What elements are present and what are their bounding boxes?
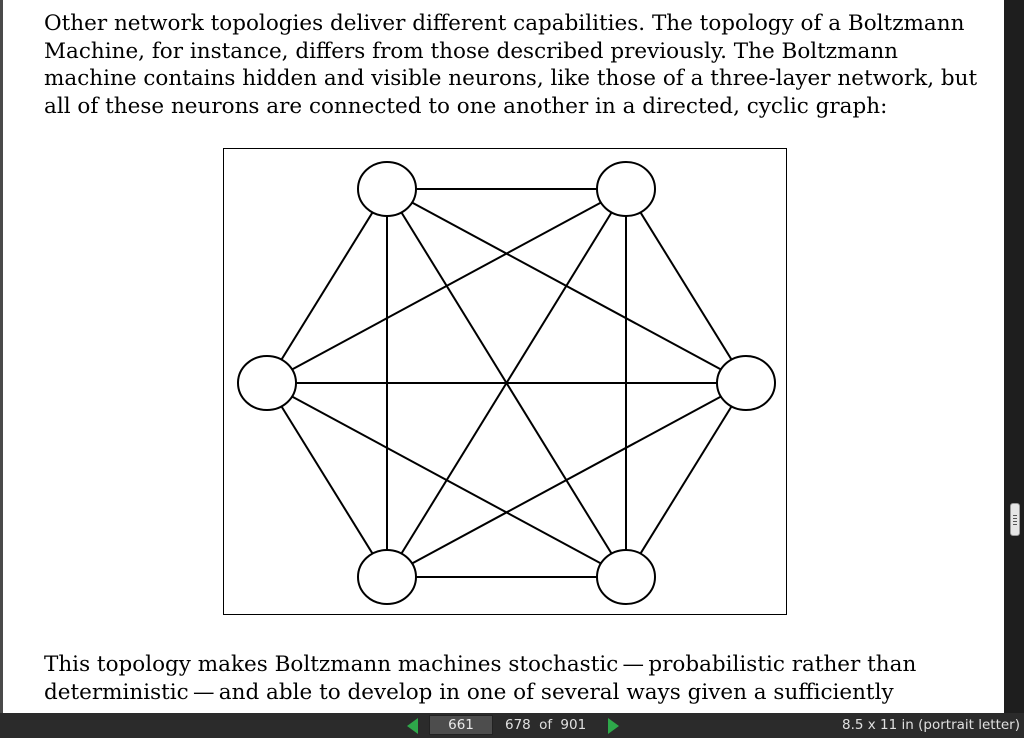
text-line: machine contains hidden and visible neur… bbox=[44, 66, 978, 92]
text-line: Other network topologies deliver differe… bbox=[44, 11, 965, 36]
text-line: This topology makes Boltzmann machines s… bbox=[44, 652, 917, 677]
page-label-of: of bbox=[539, 717, 553, 733]
previous-page-icon[interactable] bbox=[407, 718, 418, 734]
neuron-node bbox=[596, 549, 656, 605]
vertical-scrollbar[interactable] bbox=[1004, 0, 1024, 713]
neuron-node bbox=[596, 161, 656, 217]
graph-edge bbox=[266, 382, 388, 578]
neuron-node bbox=[716, 355, 776, 411]
neuron-node bbox=[237, 355, 297, 411]
graph-edge bbox=[266, 188, 627, 384]
page-label-number: 678 bbox=[505, 717, 531, 733]
status-bar: 678 of 901 8.5 x 11 in (portrait letter) bbox=[0, 713, 1024, 738]
paragraph-topology: This topology makes Boltzmann machines s… bbox=[44, 651, 974, 706]
neuron-node bbox=[357, 549, 417, 605]
paragraph-intro: Other network topologies deliver differe… bbox=[44, 10, 978, 120]
fully-connected-graph bbox=[237, 161, 776, 605]
graph-edge bbox=[266, 382, 627, 578]
neuron-node bbox=[357, 161, 417, 217]
text-line: Machine, for instance, differs from thos… bbox=[44, 38, 899, 64]
graph-edge bbox=[625, 188, 747, 384]
page-label-total: 901 bbox=[560, 717, 587, 733]
boltzmann-machine-figure bbox=[223, 148, 787, 615]
text-line: deterministic — and able to develop in o… bbox=[44, 679, 894, 705]
page-label: 678 of 901 bbox=[505, 717, 590, 733]
document-page: Other network topologies deliver differe… bbox=[3, 0, 1004, 713]
paper-size-label: 8.5 x 11 in (portrait letter) bbox=[842, 717, 1020, 733]
text-line: all of these neurons are connected to on… bbox=[44, 93, 888, 119]
document-viewer[interactable]: Other network topologies deliver differe… bbox=[0, 0, 1024, 713]
scrollbar-thumb[interactable] bbox=[1010, 503, 1020, 536]
graph-edge bbox=[625, 382, 747, 578]
graph-edge bbox=[266, 188, 388, 384]
page-number-input[interactable] bbox=[429, 715, 493, 735]
graph-edge bbox=[386, 382, 747, 578]
next-page-icon[interactable] bbox=[608, 718, 619, 734]
